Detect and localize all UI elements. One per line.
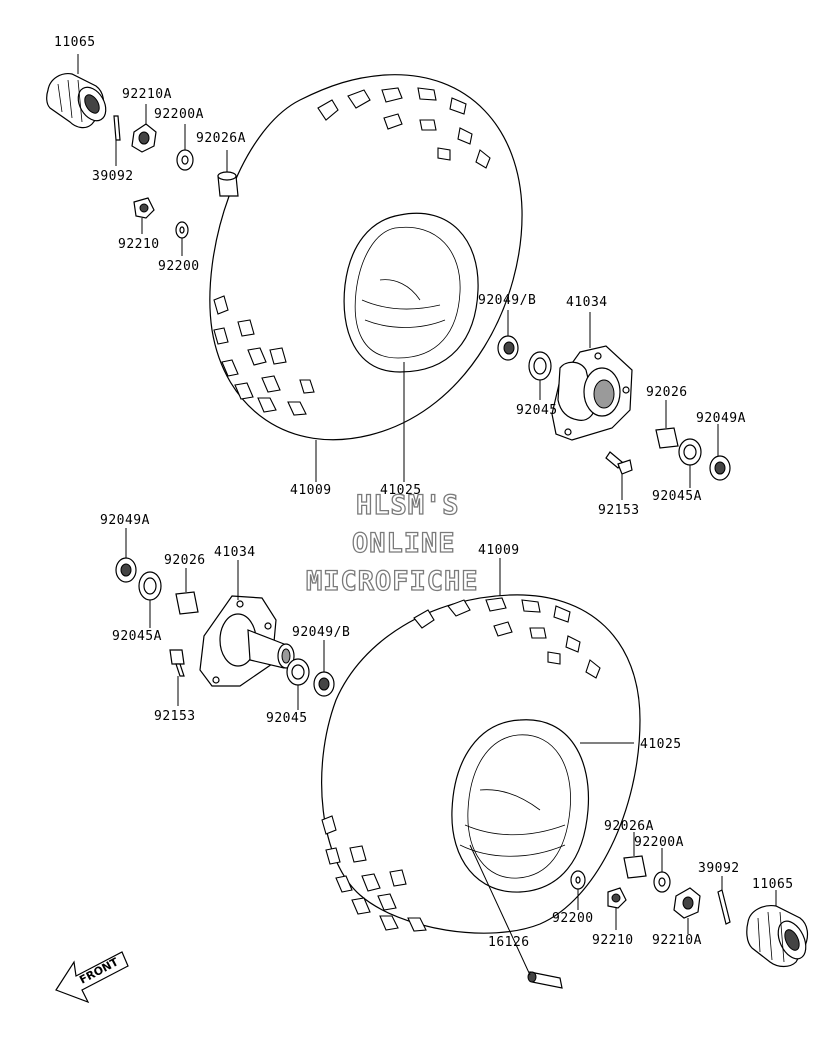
upper-washer-92200A[interactable]	[176, 149, 194, 171]
watermark-line-2: ONLINE	[352, 528, 456, 559]
label-41025: 41025	[380, 483, 422, 498]
label-92026-lower: 92026	[164, 553, 206, 568]
label-92153-lower: 92153	[154, 709, 196, 724]
upper-seal-92049A[interactable]	[709, 455, 731, 481]
label-41034: 41034	[566, 295, 608, 310]
upper-leader-lines	[77, 54, 719, 500]
upper-seal-92049B[interactable]	[497, 335, 519, 361]
label-92210A-lower: 92210A	[652, 933, 702, 948]
label-92026A-lower: 92026A	[604, 819, 654, 834]
lower-hub-cap-11065[interactable]	[746, 905, 812, 968]
upper-bearing-92045A[interactable]	[678, 438, 702, 466]
upper-castle-nut-92210A[interactable]	[131, 123, 157, 153]
lower-tire[interactable]	[321, 594, 641, 934]
label-11065-lower: 11065	[752, 877, 794, 892]
label-92049A: 92049A	[696, 411, 746, 426]
upper-hub-41034[interactable]	[551, 345, 633, 441]
lower-bearing-92045[interactable]	[286, 658, 310, 686]
lower-valve-stem-16126[interactable]	[469, 844, 563, 989]
watermark: HLSM'S ONLINE MICROFICHE	[305, 489, 479, 597]
lower-hub-41034[interactable]	[199, 595, 295, 687]
upper-hub-cap-11065[interactable]	[46, 73, 112, 129]
label-92200A: 92200A	[154, 107, 204, 122]
label-92026: 92026	[646, 385, 688, 400]
lower-nut-92210[interactable]	[607, 887, 627, 909]
label-41009-lower: 41009	[478, 543, 520, 558]
front-arrow: FRONT	[55, 951, 129, 1004]
upper-cotter-pin-39092[interactable]	[113, 115, 121, 141]
label-92045A: 92045A	[652, 489, 702, 504]
label-92153: 92153	[598, 503, 640, 518]
watermark-line-3: MICROFICHE	[306, 566, 479, 597]
lower-spacer-92026[interactable]	[175, 591, 199, 615]
label-41009: 41009	[290, 483, 332, 498]
label-92045-lower: 92045	[266, 711, 308, 726]
label-41034-lower: 41034	[214, 545, 256, 560]
upper-nut-92210[interactable]	[133, 197, 155, 219]
label-92049B-lower: 92049/B	[292, 625, 350, 640]
label-92210: 92210	[118, 237, 160, 252]
lower-washer-92200A[interactable]	[653, 871, 671, 893]
lower-cotter-pin-39092[interactable]	[717, 889, 731, 925]
lower-seal-92049B[interactable]	[313, 671, 335, 697]
label-92026A: 92026A	[196, 131, 246, 146]
label-41025-lower: 41025	[640, 737, 682, 752]
label-11065: 11065	[54, 35, 96, 50]
label-92200A-lower: 92200A	[634, 835, 684, 850]
upper-bolt-92153[interactable]	[605, 451, 633, 475]
part-number-labels: 11065 92210A 92200A 92026A 39092 92210 9…	[54, 35, 794, 950]
lower-bolt-92153[interactable]	[169, 649, 185, 677]
lower-castle-nut-92210A[interactable]	[673, 887, 701, 919]
upper-bearing-92045[interactable]	[528, 351, 552, 381]
label-92049A-lower: 92049A	[100, 513, 150, 528]
lower-spacer-92026A[interactable]	[623, 855, 647, 879]
lower-leader-lines	[125, 528, 777, 934]
label-39092-lower: 39092	[698, 861, 740, 876]
label-92049B: 92049/B	[478, 293, 536, 308]
label-39092: 39092	[92, 169, 134, 184]
label-92045A-lower: 92045A	[112, 629, 162, 644]
upper-spacer-92026A[interactable]	[217, 171, 239, 197]
watermark-line-1: HLSM'S	[356, 490, 460, 521]
label-92045: 92045	[516, 403, 558, 418]
upper-tire[interactable]	[209, 74, 523, 441]
label-92210A: 92210A	[122, 87, 172, 102]
upper-washer-92200[interactable]	[175, 221, 189, 239]
lower-washer-92200[interactable]	[570, 870, 586, 890]
label-16126: 16126	[488, 935, 530, 950]
lower-seal-92049A[interactable]	[115, 557, 137, 583]
label-92200-lower: 92200	[552, 911, 594, 926]
lower-bearing-92045A[interactable]	[138, 571, 162, 601]
label-92210-lower: 92210	[592, 933, 634, 948]
label-92200: 92200	[158, 259, 200, 274]
upper-spacer-92026[interactable]	[655, 427, 679, 449]
